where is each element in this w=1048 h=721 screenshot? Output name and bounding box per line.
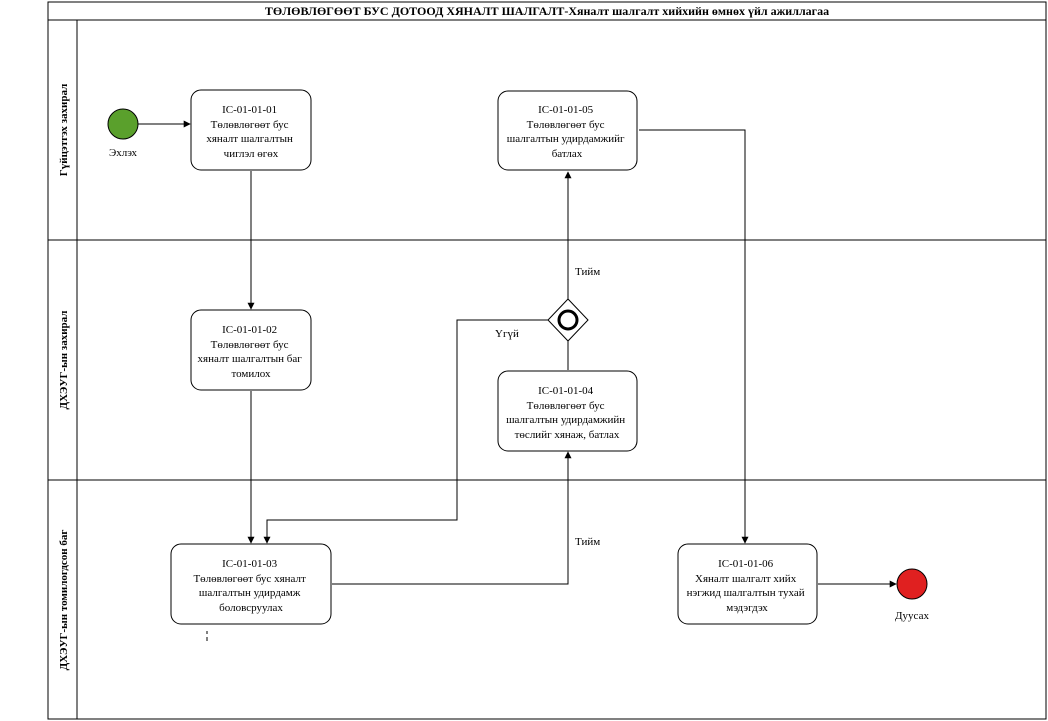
diagram-title: ТӨЛӨВЛӨГӨӨТ БУС ДОТООД ХЯНАЛТ ШАЛГАЛТ-Хя…	[265, 4, 829, 18]
task-id: IC-01-01-02	[222, 324, 277, 336]
task-ic-01-01-05: IC-01-01-05 Төлөвлөгөөт бус шалгалтын уд…	[497, 90, 638, 171]
task-ic-01-01-03: IC-01-01-03 Төлөвлөгөөт бус хяналт шалга…	[170, 543, 332, 625]
task-line: шалгалтын удирдамжийн	[506, 414, 625, 426]
flow-label-yes-bottom: Тийм	[575, 536, 600, 548]
task-id: IC-01-01-01	[222, 104, 277, 116]
connectors	[138, 120, 897, 588]
task-line: Хяналт шалгалт хийх	[695, 573, 797, 585]
end-event	[896, 568, 928, 600]
flow-label-no: Үгүй	[495, 328, 519, 340]
task-line: хяналт шалгалтын баг	[198, 353, 303, 365]
svg-text:IC-01-01-02 Төлөвлөгөөт: IC-01-01-02 Төлөвлөгөөт бус хяналт шалга…	[198, 324, 305, 380]
task-line: томилох	[231, 368, 271, 380]
start-event-label: Эхлэх	[109, 147, 138, 159]
decision-gateway	[547, 298, 589, 342]
task-line: Төлөвлөгөөт бус	[527, 400, 605, 412]
end-event-label: Дуусах	[895, 610, 929, 622]
flow-gateway-no-to-03	[263, 319, 548, 544]
task-line: Төлөвлөгөөт бус	[211, 119, 289, 131]
lane-label-assigned-team: ДХЭУГ-ын томилогдсон баг	[58, 530, 70, 671]
task-line: мэдэгдэх	[726, 602, 768, 614]
task-ic-01-01-04: IC-01-01-04 Төлөвлөгөөт бус шалгалтын уд…	[497, 370, 638, 452]
task-line: батлах	[552, 148, 583, 160]
task-line: чиглэл өгөх	[224, 148, 279, 160]
svg-text:IC-01-01-05 Төлөвлөгөөт: IC-01-01-05 Төлөвлөгөөт бус шалгалтын уд…	[507, 104, 627, 160]
svg-text:IC-01-01-04 Төлөвлөгөөт: IC-01-01-04 Төлөвлөгөөт бус шалгалтын уд…	[506, 385, 628, 441]
task-ic-01-01-06: IC-01-01-06 Хяналт шалгалт хийх нэгжид ш…	[677, 543, 818, 625]
task-id: IC-01-01-03	[222, 558, 277, 570]
flow-label-yes-top: Тийм	[575, 266, 600, 278]
task-id: IC-01-01-04	[538, 385, 593, 397]
task-line: боловсруулах	[219, 602, 283, 614]
task-line: Төлөвлөгөөт бус	[527, 119, 605, 131]
start-event	[107, 108, 139, 140]
pool	[47, 1, 1047, 720]
task-line: Төлөвлөгөөт бус	[211, 339, 289, 351]
svg-text:IC-01-01-01 Төлөвлөгөөт: IC-01-01-01 Төлөвлөгөөт бус хяналт шалга…	[206, 104, 295, 160]
task-line: хяналт шалгалтын	[206, 133, 293, 145]
task-ic-01-01-01: IC-01-01-01 Төлөвлөгөөт бус хяналт шалга…	[190, 89, 312, 171]
task-line: шалгалтын удирдамжийг	[507, 133, 625, 145]
svg-text:IC-01-01-03 Төлөвлөгөөт: IC-01-01-03 Төлөвлөгөөт бус хяналт шалга…	[193, 558, 308, 614]
flow-05-to-06	[639, 129, 749, 544]
task-line: шалгалтын удирдамж	[199, 587, 301, 599]
svg-text:IC-01-01-06 Хяналт шалга: IC-01-01-06 Хяналт шалгалт хийх нэгжид ш…	[687, 558, 808, 614]
task-id: IC-01-01-05	[538, 104, 593, 116]
lane-label-audit-director: ДХЭУГ-ын захирал	[58, 311, 70, 410]
flow-03-to-04	[332, 451, 572, 585]
task-line: нэгжид шалгалтын тухай	[687, 587, 805, 599]
task-line: төслийг хянаж, батлах	[515, 429, 620, 441]
task-line: Төлөвлөгөөт бус хяналт	[193, 573, 306, 585]
task-ic-01-01-02: IC-01-01-02 Төлөвлөгөөт бус хяналт шалга…	[190, 309, 312, 391]
lane-label-executive-director: Гүйцэтгэх захирал	[58, 84, 70, 177]
task-id: IC-01-01-06	[718, 558, 773, 570]
